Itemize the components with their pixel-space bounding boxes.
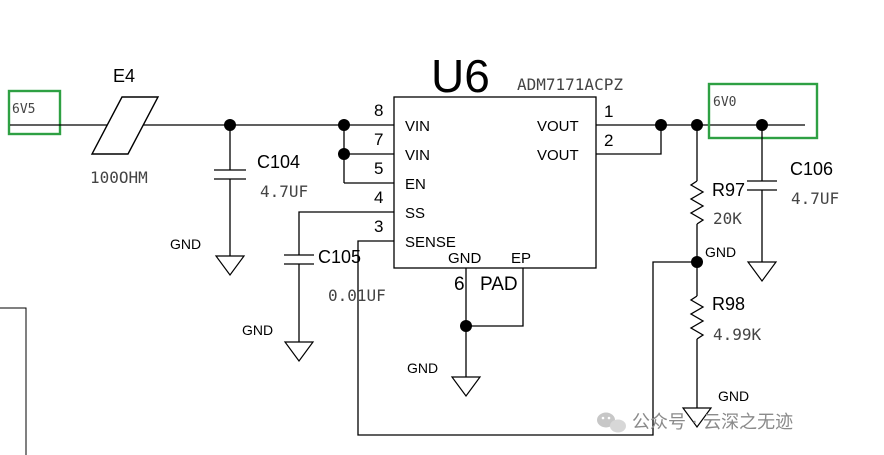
junction-dot [756, 119, 768, 131]
pin-number-7: 7 [374, 130, 383, 149]
pin-name-ss: SS [405, 205, 425, 222]
c104-gnd-label: GND [170, 236, 201, 252]
wire-ss [298, 211, 394, 255]
c106-ref: C106 [790, 159, 833, 179]
junction-dot [655, 119, 667, 131]
e4-value: 100OHM [90, 168, 148, 187]
resistor-r98 [689, 295, 705, 340]
pin-name-sense: SENSE [405, 234, 456, 251]
ic-body-u6 [393, 96, 597, 269]
pin-name-vout-2: VOUT [537, 147, 579, 164]
mid-gnd-label: GND [705, 244, 736, 260]
ground-symbol-icon [681, 407, 713, 429]
pin-number-1: 1 [604, 102, 613, 121]
ferrite-bead-e4 [90, 96, 160, 155]
r98-value: 4.99K [713, 325, 762, 344]
ic-ref: U6 [431, 50, 490, 102]
pin-name-vout-1: VOUT [537, 118, 579, 135]
pin-name-vin-8: VIN [405, 118, 430, 135]
pin-name-ep: EP [511, 250, 531, 267]
pin-number-8: 8 [374, 101, 383, 120]
wechat-icon [597, 412, 626, 433]
wire-ep-pad [466, 268, 524, 327]
r97-ref: R97 [712, 180, 745, 200]
pin-name-en: EN [405, 176, 426, 193]
net-box-6v5 [7, 89, 62, 136]
junction-dot [338, 148, 350, 160]
net-label-6v0: 6V0 [713, 95, 736, 110]
pin-number-pad: PAD [480, 274, 518, 295]
pin-name-vin-7: VIN [405, 147, 430, 164]
r97-value: 20K [713, 209, 742, 228]
junction-dot [224, 119, 236, 131]
pin-number-4: 4 [374, 188, 383, 207]
ic-gnd-label: GND [407, 360, 438, 376]
c104-ref: C104 [257, 152, 300, 172]
c105-ref: C105 [318, 247, 361, 267]
r98-gnd-label: GND [718, 388, 749, 404]
wire-sense-feedback [357, 240, 697, 436]
pin-number-3: 3 [374, 217, 383, 236]
ground-symbol-icon [746, 261, 778, 283]
ground-symbol-icon [214, 255, 246, 277]
page-frame-fragment [0, 307, 27, 455]
e4-ref: E4 [113, 66, 135, 86]
junction-dot [338, 119, 350, 131]
wire-pin2 [596, 125, 662, 155]
ground-symbol-icon [450, 376, 482, 398]
pin-number-5: 5 [374, 159, 383, 178]
junction-dot [460, 320, 472, 332]
junction-dot [691, 119, 703, 131]
junction-dot [691, 256, 703, 268]
pin-name-gnd: GND [448, 250, 482, 267]
net-label-6v5: 6V5 [12, 102, 35, 117]
r98-ref: R98 [712, 294, 745, 314]
pin-number-2: 2 [604, 131, 613, 150]
ground-symbol-icon [283, 341, 315, 363]
c105-value: 0.01UF [328, 286, 386, 305]
watermark-text: 公众号 · 云深之无迹 [632, 412, 793, 433]
c104-value: 4.7UF [260, 182, 308, 201]
pin-number-6: 6 [454, 274, 465, 295]
c105-gnd-label: GND [242, 322, 273, 338]
resistor-r97 [689, 180, 705, 225]
c106-value: 4.7UF [791, 189, 839, 208]
ic-part-number: ADM7171ACPZ [517, 75, 623, 94]
net-box-6v0 [707, 82, 819, 140]
